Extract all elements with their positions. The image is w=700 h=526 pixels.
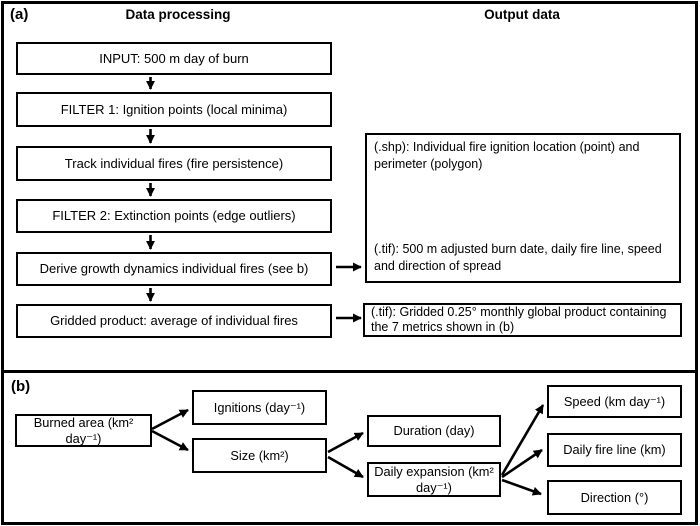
output-data-title: Output data xyxy=(484,7,560,22)
node-daily-fire-line: Daily fire line (km) xyxy=(547,433,682,467)
step-derive-growth: Derive growth dynamics individual fires … xyxy=(16,252,332,286)
node-size: Size (km²) xyxy=(192,438,327,473)
output-shp-text: (.shp): Individual fire ignition locatio… xyxy=(374,140,640,171)
node-direction: Direction (°) xyxy=(547,480,682,515)
step-gridded-product: Gridded product: average of individual f… xyxy=(16,304,332,338)
output-box-gridded: (.tif): Gridded 0.25° monthly global pro… xyxy=(363,303,682,337)
step-filter2: FILTER 2: Extinction points (edge outlie… xyxy=(16,199,332,233)
node-duration: Duration (day) xyxy=(367,415,501,447)
node-burned-area: Burned area (km² day⁻¹) xyxy=(15,414,152,447)
panel-a-label: (a) xyxy=(10,6,29,23)
step-track-fires: Track individual fires (fire persistence… xyxy=(16,146,332,181)
node-daily-expansion: Daily expansion (km² day⁻¹) xyxy=(367,462,501,497)
node-ignitions: Ignitions (day⁻¹) xyxy=(192,390,327,425)
output-tif-500m-text: (.tif): 500 m adjusted burn date, daily … xyxy=(374,242,662,273)
step-input: INPUT: 500 m day of burn xyxy=(16,42,332,75)
output-box-individual-fires: (.shp): Individual fire ignition locatio… xyxy=(365,133,681,283)
data-processing-title: Data processing xyxy=(125,7,231,22)
node-speed: Speed (km day⁻¹) xyxy=(547,385,682,418)
output-tif-gridded-text: (.tif): Gridded 0.25° monthly global pro… xyxy=(371,304,667,335)
panel-b-label: (b) xyxy=(11,378,31,395)
step-filter1: FILTER 1: Ignition points (local minima) xyxy=(16,92,332,127)
